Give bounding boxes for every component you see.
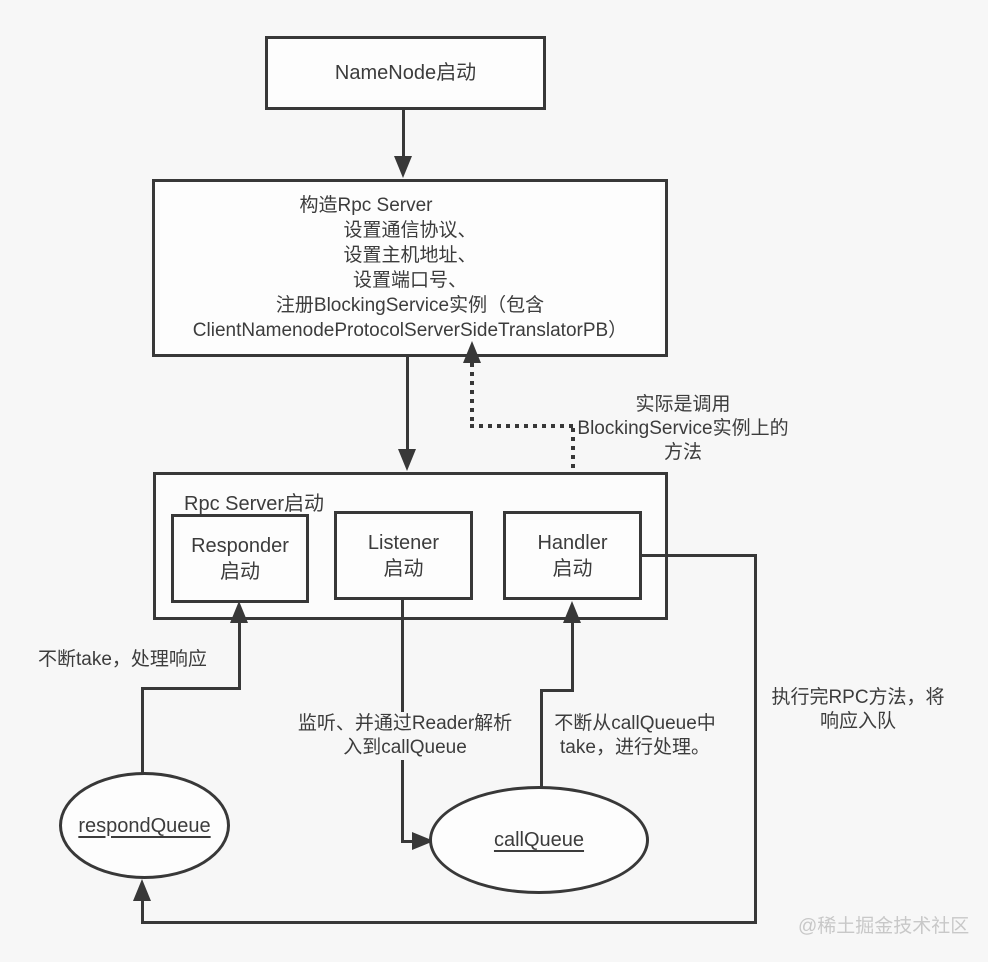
edge-handler-to-respondqueue-segment-3 [141, 921, 757, 924]
namenode-start-box: NameNode启动 [265, 36, 546, 110]
note-blocking-call-line-1: 实际是调用 [635, 394, 731, 415]
edge-namenode-to-construct-line [402, 110, 405, 157]
edge-construct-to-rpcserver-line [406, 357, 409, 450]
edge-callqueue-to-handler-segment-1 [540, 689, 543, 787]
listener-label-line-1: Listener [367, 531, 440, 554]
edge-handler-to-respondqueue-arrowhead [133, 879, 151, 901]
edge-handler-to-respondqueue-segment-2 [754, 554, 757, 924]
handler-box: Handler 启动 [503, 511, 642, 600]
note-blocking-call-line-3: 方法 [663, 442, 702, 463]
handler-label-line-1: Handler [537, 531, 608, 554]
responder-label-line-1: Responder [191, 534, 289, 557]
edge-handler-to-construct-arrowhead [463, 341, 481, 363]
note-response-enqueue-line-1: 执行完RPC方法，将 [771, 687, 945, 708]
rpc-server-group-label: Rpc Server启动 [184, 493, 325, 515]
note-responder-take: 不断take，处理响应 [38, 648, 220, 672]
namenode-start-label: NameNode启动 [334, 62, 477, 84]
respondqueue-ellipse: respondQueue [59, 772, 230, 879]
construct-rpc-server-text: 构造Rpc Server 设置通信协议、 设置主机地址、 设置端口号、 注册Bl… [155, 193, 665, 343]
edge-handler-to-respondqueue-segment-4 [141, 900, 144, 924]
edge-namenode-to-construct-arrowhead [394, 156, 412, 178]
callqueue-ellipse: callQueue [429, 786, 649, 894]
edge-callqueue-to-handler-arrowhead [563, 601, 581, 623]
callqueue-label: callQueue [493, 829, 585, 851]
note-handler-take: 不断从callQueue中 take，进行处理。 [546, 712, 724, 760]
edge-callqueue-to-handler-segment-2 [540, 689, 574, 692]
construct-rpc-server-box: 构造Rpc Server 设置通信协议、 设置主机地址、 设置端口号、 注册Bl… [152, 179, 668, 357]
edge-construct-to-rpcserver-arrowhead [398, 449, 416, 471]
note-response-enqueue-line-2: 响应入队 [819, 711, 896, 732]
note-handler-take-line-2: take，进行处理。 [560, 737, 710, 758]
edge-handler-to-construct-dotted-segment-1 [470, 363, 474, 425]
note-blocking-call-line-2: BlockingService实例上的 [577, 418, 789, 439]
edge-respondqueue-to-responder-segment-3 [238, 621, 241, 690]
edge-listener-to-callqueue-stub [401, 840, 415, 843]
construct-line-2: 设置通信协议、 [343, 220, 477, 241]
edge-handler-to-respondqueue-segment-1 [641, 554, 757, 557]
handler-label-line-2: 启动 [552, 557, 593, 580]
construct-line-1: 构造Rpc Server [299, 195, 433, 216]
edge-listener-to-callqueue-arrowhead [412, 832, 434, 850]
responder-box: Responder 启动 [171, 514, 309, 603]
edge-respondqueue-to-responder-segment-1 [141, 687, 144, 773]
responder-label-line-2: 启动 [220, 560, 260, 583]
construct-line-4: 设置端口号、 [352, 270, 467, 291]
note-listener-parse-line-1: 监听、并通过Reader解析 [297, 713, 513, 734]
edge-callqueue-to-handler-segment-3 [571, 621, 574, 692]
listener-box: Listener 启动 [334, 511, 473, 600]
construct-line-3: 设置主机地址、 [343, 245, 477, 266]
listener-label-line-2: 启动 [383, 557, 424, 580]
construct-line-6: ClientNamenodeProtocolServerSideTranslat… [192, 320, 628, 341]
note-responder-take-text: 不断take，处理响应 [38, 649, 207, 670]
note-handler-take-line-1: 不断从callQueue中 [554, 713, 716, 734]
note-response-enqueue: 执行完RPC方法，将 响应入队 [762, 686, 954, 734]
note-listener-parse-line-2: 入到callQueue [343, 737, 467, 758]
note-listener-parse: 监听、并通过Reader解析 入到callQueue [289, 712, 521, 760]
note-blocking-call: 实际是调用 BlockingService实例上的 方法 [563, 393, 803, 465]
edge-respondqueue-to-responder-arrowhead [230, 601, 248, 623]
respondqueue-label: respondQueue [78, 814, 211, 837]
edge-handler-to-construct-dotted-segment-2 [470, 424, 575, 428]
edge-respondqueue-to-responder-segment-2 [141, 687, 241, 690]
edge-handler-to-construct-dotted-segment-3 [571, 428, 575, 510]
watermark-text: @稀土掘金技术社区 [798, 916, 970, 937]
construct-line-5: 注册BlockingService实例（包含 [275, 295, 545, 316]
